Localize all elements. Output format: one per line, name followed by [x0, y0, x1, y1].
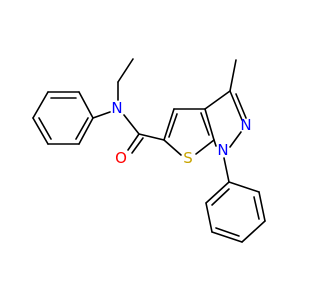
pyrazole-nitrogen-2-label: N	[240, 116, 251, 134]
pyrazole-bond	[229, 131, 242, 148]
pyrazole-double-bond	[229, 90, 243, 121]
bond-n-phenyl	[92, 111, 111, 119]
chemical-structure-diagram: N O S N N	[32, 58, 266, 243]
amide-group	[123, 114, 165, 154]
thiophene-ring	[163, 108, 215, 156]
phenyl1-bond	[78, 117, 94, 145]
pyrazole-phenyl-ring	[205, 157, 266, 243]
phenyl2-inner-bond	[215, 227, 240, 237]
phenyl1-bond	[78, 91, 94, 119]
bond-n1-phenyl	[223, 157, 230, 183]
thiophene-bond	[163, 108, 175, 141]
amide-nitrogen-label: N	[111, 99, 122, 117]
thiophene-bond	[204, 108, 215, 141]
bond-carbonyl-thiophene	[138, 133, 165, 141]
pyrazole-double-bond	[235, 93, 247, 119]
ethyl-group	[117, 58, 134, 101]
methyl-bond	[229, 59, 237, 92]
bond-c-o-double-1	[127, 133, 140, 151]
thiophene-bond	[195, 139, 215, 155]
phenyl2-inner-bond	[211, 188, 230, 206]
phenyl1-inner-bond	[75, 117, 89, 140]
pyrazole-nitrogen-1-label: N	[217, 141, 228, 159]
bond-n-carbonyl-c	[123, 114, 140, 135]
n-phenyl-ring	[32, 91, 111, 145]
phenyl2-bond	[241, 220, 266, 243]
pyrazole-double-bond	[200, 112, 210, 136]
pyrazole-ring	[200, 90, 247, 148]
bond-c-o-double-2	[131, 137, 144, 154]
phenyl2-bond	[205, 202, 213, 233]
bond-ch2-ch3	[117, 58, 134, 83]
phenyl2-inner-bond	[253, 196, 260, 220]
phenyl1-bond	[32, 117, 49, 145]
phenyl2-bond	[205, 181, 230, 204]
phenyl2-bond	[211, 231, 243, 243]
pyrazole-bond	[213, 139, 217, 147]
thiophene-bond	[163, 139, 182, 156]
phenyl2-bond	[258, 191, 266, 222]
phenyl2-bond	[228, 181, 260, 193]
phenyl1-bond	[32, 91, 49, 119]
thiophene-double-bond	[168, 113, 178, 138]
pyrazole-bond	[204, 90, 231, 110]
phenyl1-inner-bond	[38, 117, 52, 140]
thiophene-sulfur-label: S	[183, 149, 193, 167]
carbonyl-oxygen-label: O	[115, 149, 127, 167]
